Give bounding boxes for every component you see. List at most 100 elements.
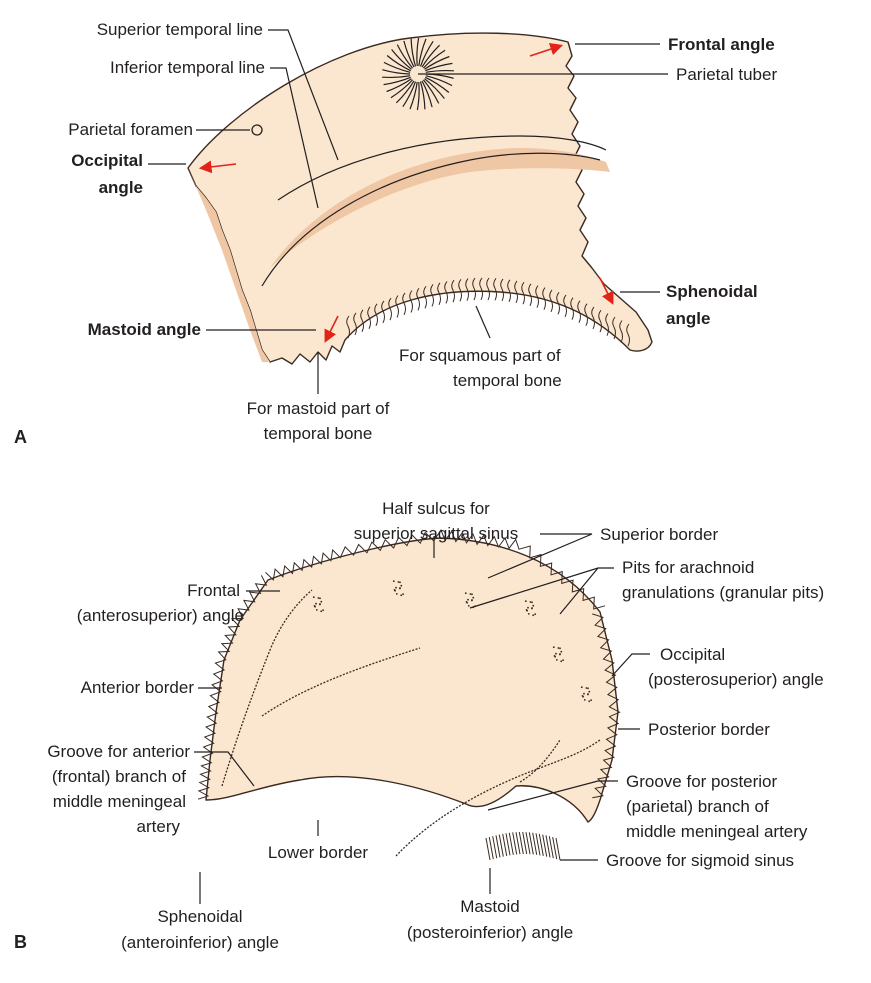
granular-pit-dot (402, 593, 404, 595)
label-half-sulcus-line2: superior sagittal sinus (354, 524, 518, 543)
granular-pit-dot (527, 607, 529, 609)
label-occipital-angle-line1: Occipital (71, 151, 143, 170)
label-groove-posterior-line3: middle meningeal artery (626, 822, 808, 841)
granular-pit-dot (553, 646, 555, 648)
granular-pit-dot (559, 647, 561, 649)
label-occipital-angle-b-line1: Occipital (660, 645, 725, 664)
sigmoid-groove-line (509, 833, 513, 855)
leader-squamous (476, 306, 490, 338)
granular-pit-dot (586, 687, 588, 689)
label-mastoid-part-line2: temporal bone (264, 424, 373, 443)
granular-pit-dot (560, 660, 562, 662)
granular-pit-dot (471, 600, 473, 602)
label-pits-line1: Pits for arachnoid (622, 558, 754, 577)
label-half-sulcus-line1: Half sulcus for (382, 499, 490, 518)
granular-pit-dot (466, 601, 468, 603)
granular-pit-dot (399, 581, 401, 583)
granular-pit-dot (590, 699, 592, 701)
label-groove-posterior-line1: Groove for posterior (626, 772, 778, 791)
granular-pit-dot (396, 593, 398, 595)
granular-pit-dot (554, 655, 556, 657)
granular-pit-dot (560, 651, 562, 653)
granular-pit-dot (583, 693, 585, 695)
label-sphenoidal-angle-line2: angle (666, 309, 710, 328)
granular-pit-dot (399, 588, 401, 590)
label-superior-border: Superior border (600, 525, 718, 544)
granular-pit-dot (559, 654, 561, 656)
panel-b-letter: B (14, 932, 27, 952)
granular-pit-dot (467, 599, 469, 601)
granular-pit-dot (465, 592, 467, 594)
granular-pit-dot (588, 691, 590, 693)
label-inferior-temporal-line: Inferior temporal line (110, 58, 265, 77)
label-groove-sigmoid: Groove for sigmoid sinus (606, 851, 794, 870)
granular-pit-dot (395, 587, 397, 589)
label-superior-temporal-line: Superior temporal line (97, 20, 263, 39)
label-groove-anterior-line3: middle meningeal (53, 792, 186, 811)
sigmoid-groove-line (499, 835, 503, 857)
sigmoid-groove-line (496, 835, 500, 857)
granular-pit-dot (471, 593, 473, 595)
granular-pit-dot (316, 609, 318, 611)
label-posterior-border: Posterior border (648, 720, 770, 739)
granular-pit-dot (400, 585, 402, 587)
leader-occipital-angle-b (612, 654, 650, 676)
label-parietal-foramen: Parietal foramen (68, 120, 193, 139)
sigmoid-groove-line (506, 833, 510, 855)
granular-pit-dot (587, 687, 589, 689)
sigmoid-groove-line (486, 838, 490, 860)
granular-pit-dot (320, 610, 322, 612)
sigmoid-sinus-groove (486, 832, 560, 860)
granular-pit-dot (470, 593, 472, 595)
granular-pit-dot (588, 700, 590, 702)
label-squamous-line1: For squamous part of (399, 346, 561, 365)
granular-pit-dot (394, 589, 396, 591)
granular-pit-dot (319, 597, 321, 599)
granular-pit-dot (581, 686, 583, 688)
granular-pit-dot (562, 659, 564, 661)
label-parietal-tuber: Parietal tuber (676, 65, 777, 84)
granular-pit-dot (584, 699, 586, 701)
granular-pit-dot (393, 580, 395, 582)
granular-pit-dot (320, 601, 322, 603)
label-occipital-angle-line2: angle (99, 178, 143, 197)
label-anterior-border: Anterior border (81, 678, 195, 697)
panel-a-bone-outline (188, 33, 652, 364)
granular-pit-dot (322, 609, 324, 611)
granular-pit-dot (530, 601, 532, 603)
label-groove-posterior-line2: (parietal) branch of (626, 797, 769, 816)
sigmoid-groove-line (519, 832, 523, 854)
label-squamous-line2: temporal bone (453, 371, 562, 390)
sigmoid-groove-line (513, 832, 517, 854)
sigmoid-groove-line (493, 836, 497, 858)
label-sphenoidal-angle-line1: Sphenoidal (666, 282, 758, 301)
label-sphenoidal-angle-b-line2: (anteroinferior) angle (121, 933, 279, 952)
granular-pit-dot (532, 614, 534, 616)
granular-pit-dot (582, 695, 584, 697)
granular-pit-dot (528, 613, 530, 615)
label-pits-line2: granulations (granular pits) (622, 583, 824, 602)
label-frontal-angle: Frontal angle (668, 35, 775, 54)
granular-pit-dot (313, 596, 315, 598)
label-mastoid-angle-b-line1: Mastoid (460, 897, 520, 916)
granular-pit-dot (587, 694, 589, 696)
granular-pit-dot (400, 594, 402, 596)
label-mastoid-part-line1: For mastoid part of (247, 399, 390, 418)
granular-pit-dot (398, 581, 400, 583)
granular-pit-dot (314, 605, 316, 607)
label-mastoid-angle-b-line2: (posteroinferior) angle (407, 923, 573, 942)
label-occipital-angle-b-line2: (posterosuperior) angle (648, 670, 824, 689)
label-groove-anterior-line4: artery (137, 817, 181, 836)
panel-a-letter: A (14, 427, 27, 447)
sigmoid-groove-line (503, 834, 507, 856)
granular-pit-dot (558, 647, 560, 649)
label-sphenoidal-angle-b-line1: Sphenoidal (157, 907, 242, 926)
granular-pit-dot (319, 604, 321, 606)
granular-pit-dot (555, 653, 557, 655)
panel-b: Half sulcus for superior sagittal sinus … (14, 499, 824, 952)
granular-pit-dot (526, 609, 528, 611)
granular-pit-dot (556, 659, 558, 661)
sigmoid-groove-line (516, 832, 520, 854)
panel-a: Superior temporal line Inferior temporal… (14, 20, 777, 447)
